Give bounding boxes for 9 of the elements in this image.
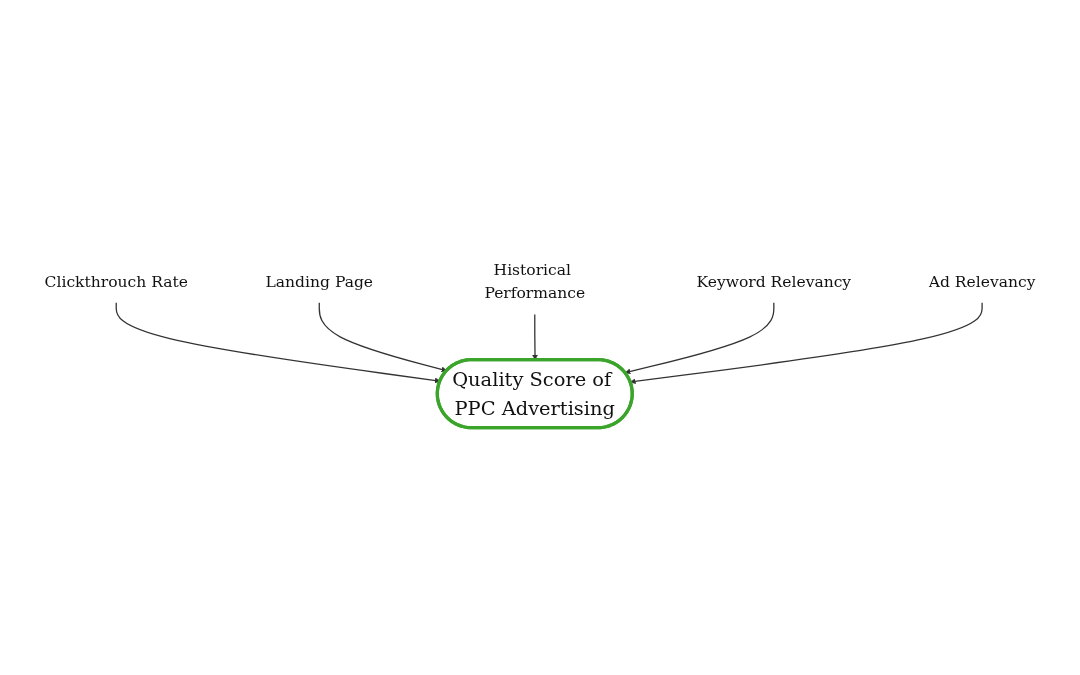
arrow bbox=[532, 313, 538, 360]
node-text: Historical Performance bbox=[484, 260, 586, 302]
node-text: Clickthrouch Rate bbox=[44, 271, 188, 290]
node-text: Landing Page bbox=[265, 271, 374, 290]
arrow bbox=[624, 301, 775, 374]
node-text: Ad Relevancy bbox=[928, 271, 1036, 290]
arrow bbox=[630, 301, 983, 384]
arrow bbox=[318, 301, 448, 372]
node-text: Keyword Relevancy bbox=[696, 271, 852, 290]
